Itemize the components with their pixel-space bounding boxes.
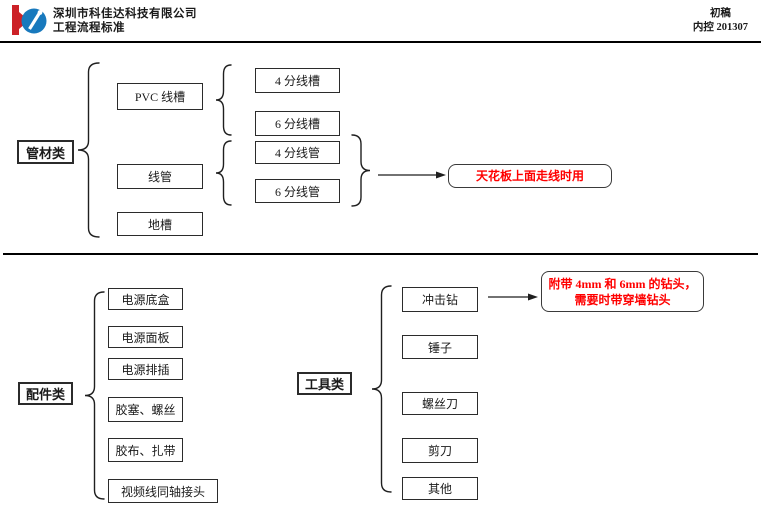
node-power-panel: 电源面板 [108, 326, 183, 348]
brace [77, 62, 100, 238]
drill-bits-note-line2: 需要时带穿墙钻头 [574, 292, 671, 307]
node-hammer: 锤子 [402, 335, 478, 359]
doc-title: 工程流程标准 [53, 22, 125, 34]
brace [215, 64, 232, 136]
node-coax-connector: 视频线同轴接头 [108, 479, 218, 503]
brace [84, 291, 105, 500]
control-number: 内控 201307 [692, 22, 748, 33]
header-rule [0, 41, 761, 43]
node-power-box: 电源底盒 [108, 288, 183, 310]
company-name: 深圳市科佳达科技有限公司 [53, 8, 197, 20]
node-conduit: 线管 [117, 164, 203, 189]
node-pipe-category: 管材类 [17, 140, 74, 164]
header-right-block: 初稿 内控 201307 [693, 7, 748, 35]
node-floor-duct: 地槽 [117, 212, 203, 236]
draft-label: 初稿 [709, 8, 731, 19]
node-accessory-category: 配件类 [18, 382, 73, 405]
node-plugs-screws: 胶塞、螺丝 [108, 397, 183, 422]
node-screwdriver: 螺丝刀 [402, 392, 478, 415]
node-conduit-4: 4 分线管 [255, 141, 340, 164]
node-pvc-duct: PVC 线槽 [117, 83, 203, 110]
drill-bits-note-line1: 附带 4mm 和 6mm 的钻头， [548, 276, 697, 291]
node-power-strip: 电源排插 [108, 358, 183, 380]
node-duct-6: 6 分线槽 [255, 111, 340, 136]
node-impact-drill: 冲击钻 [402, 287, 478, 312]
node-others: 其他 [402, 477, 478, 500]
brace [371, 285, 392, 493]
logo-icon [10, 4, 47, 38]
drill-bits-note: 附带 4mm 和 6mm 的钻头， 需要时带穿墙钻头 [541, 271, 704, 312]
node-duct-4: 4 分线槽 [255, 68, 340, 93]
arrow-connector [378, 167, 446, 185]
header-left-block: 深圳市科佳达科技有限公司 工程流程标准 [53, 7, 197, 35]
node-scissors: 剪刀 [402, 438, 478, 463]
node-tool-category: 工具类 [297, 372, 352, 395]
section-divider [3, 253, 758, 255]
node-tape-ties: 胶布、扎带 [108, 438, 183, 462]
ceiling-wiring-note: 天花板上面走线时用 [448, 164, 612, 188]
brace [215, 140, 232, 206]
brace [351, 134, 371, 207]
arrow-connector [488, 289, 538, 307]
node-conduit-6: 6 分线管 [255, 179, 340, 203]
